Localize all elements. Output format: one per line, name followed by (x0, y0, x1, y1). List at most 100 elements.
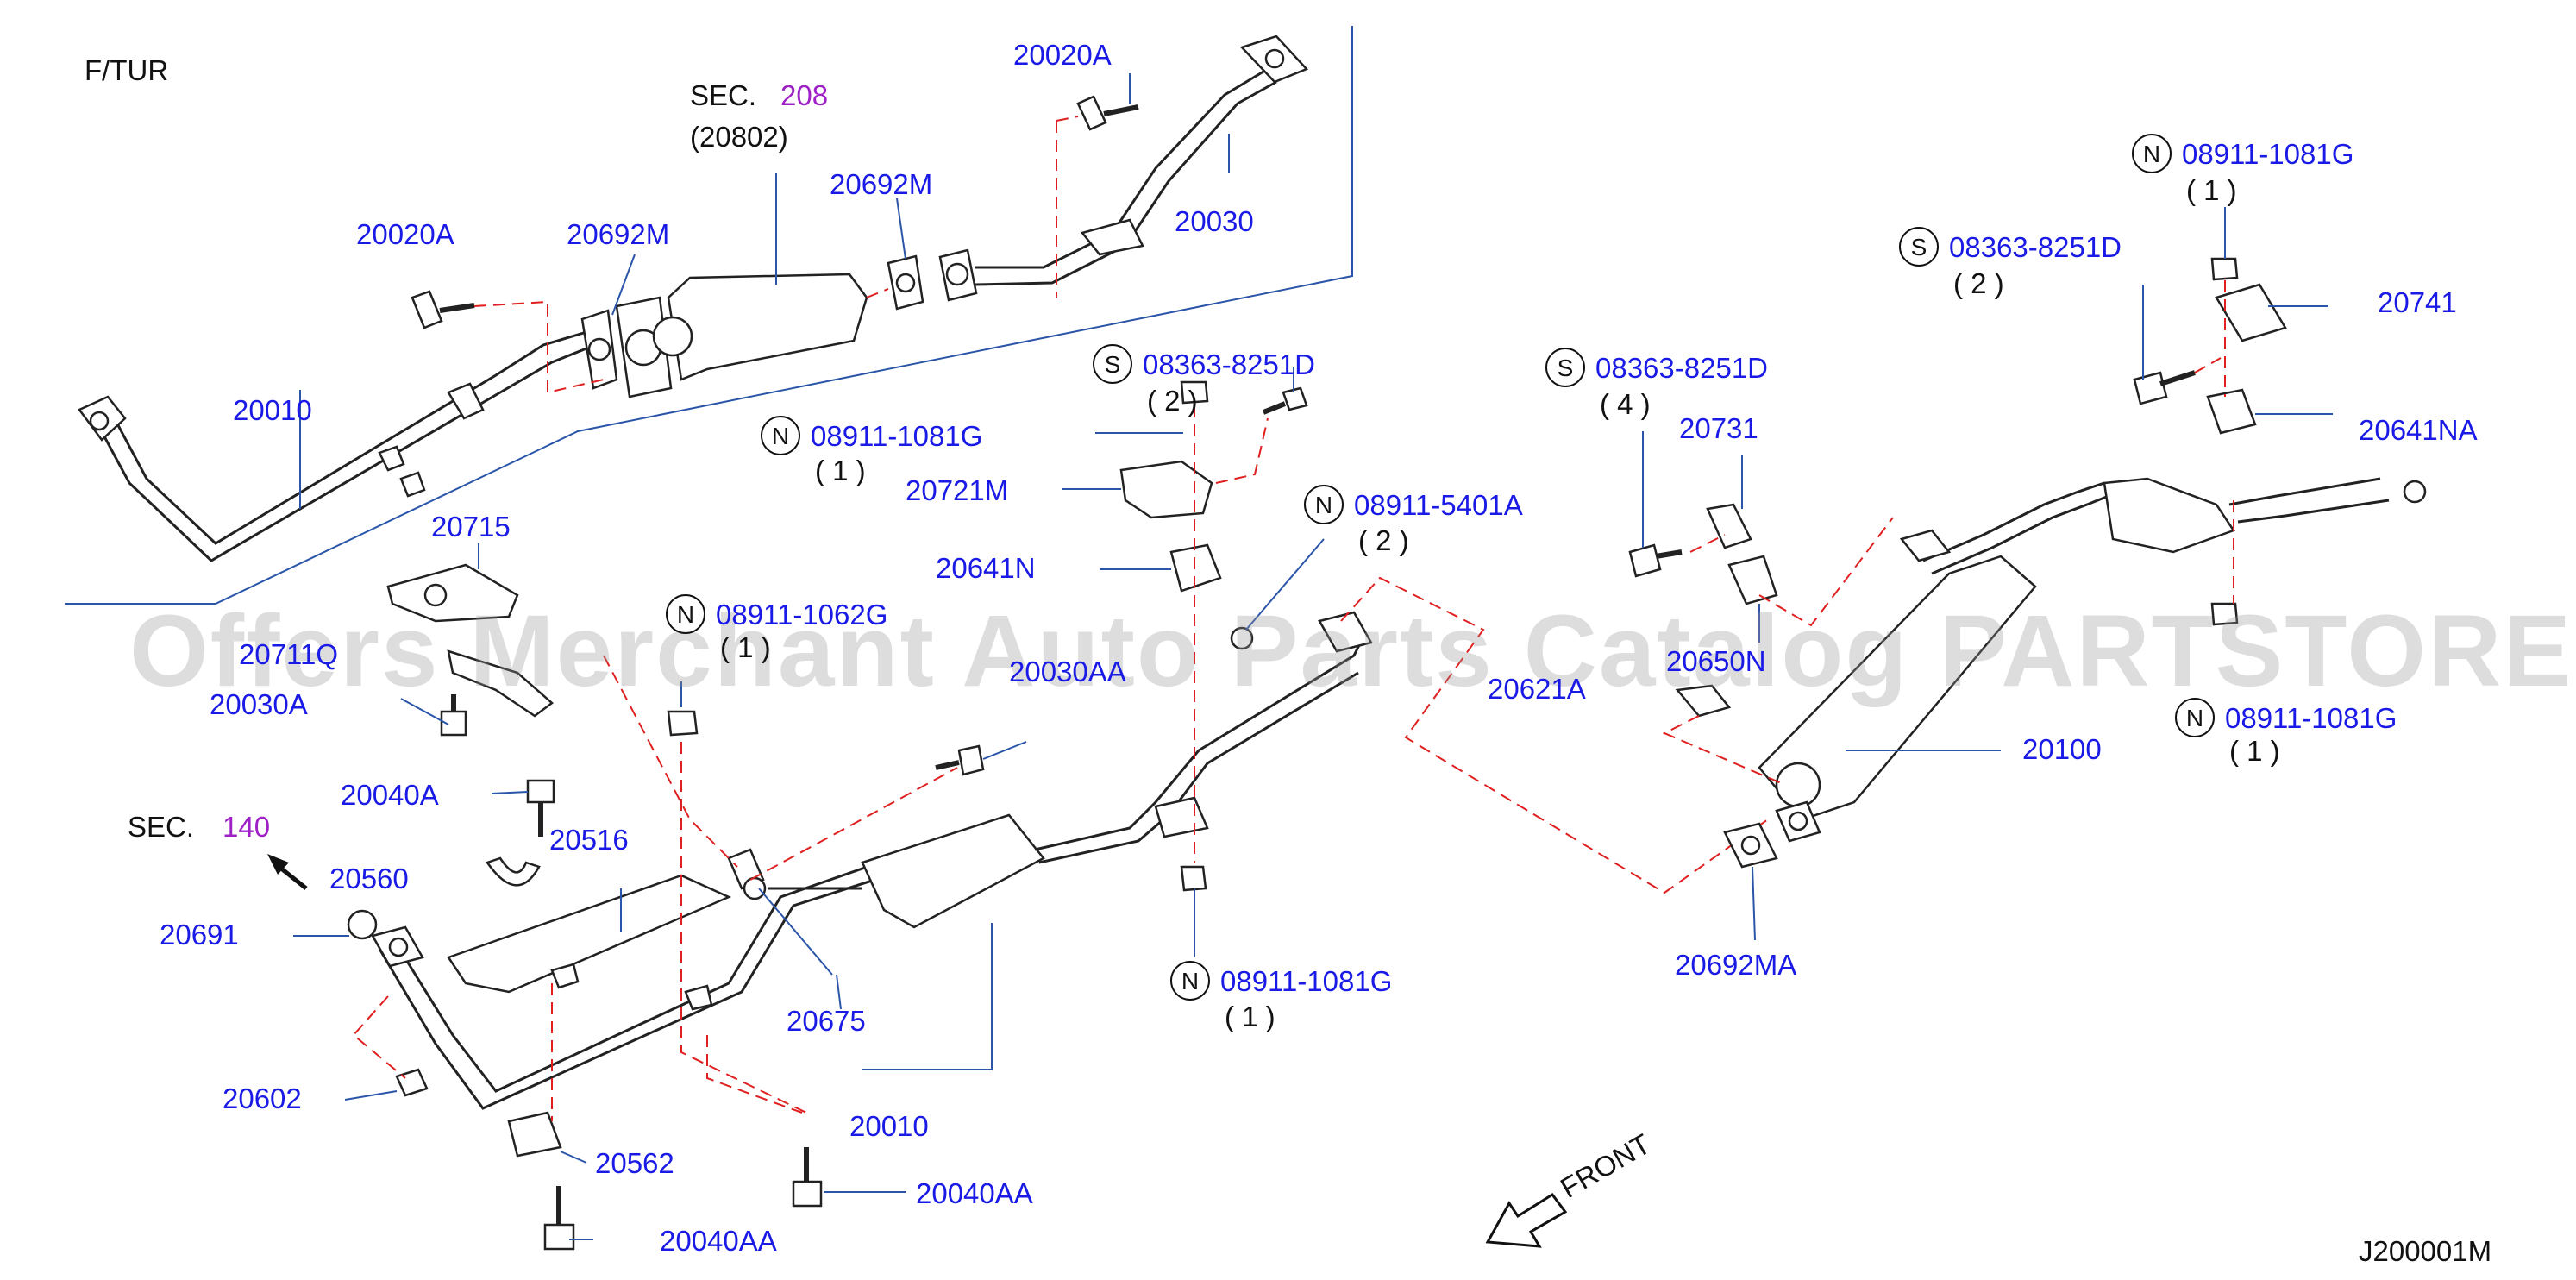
gasket-20692M-top[interactable] (887, 254, 924, 311)
insulator-20715[interactable] (386, 563, 519, 623)
part-label-20030AA[interactable]: 20030AA (1009, 656, 1126, 687)
nut-08911-1081G-right-bottom[interactable] (2210, 602, 2239, 626)
main-muffler-20100[interactable] (1758, 477, 2427, 821)
fastener-08911-5401A[interactable]: N 08911-5401A ( 2 ) (1304, 485, 1523, 556)
heat-shield-20516[interactable] (447, 874, 732, 994)
fastener-08363-8251D-a[interactable]: S 08363-8251D ( 2 ) (1899, 227, 2122, 299)
part-label-20560[interactable]: 20560 (329, 863, 409, 894)
part-label-20692M-top[interactable]: 20692M (830, 168, 932, 200)
watermark-text: Offers Merchant Auto Parts Catalog PARTS… (129, 594, 2576, 708)
part-label-20030[interactable]: 20030 (1175, 205, 1254, 237)
catalytic-converter[interactable] (615, 273, 868, 398)
nut-08911-1081G-right-top[interactable] (2210, 257, 2239, 281)
part-label-20030A[interactable]: 20030A (210, 688, 308, 720)
insulator-20641N[interactable] (1169, 543, 1222, 593)
tube-20030[interactable] (938, 35, 1309, 302)
part-label-20020A-left[interactable]: 20020A (356, 218, 454, 250)
part-label-20721M[interactable]: 20721M (906, 474, 1008, 506)
bolt-08363-8251D-center[interactable] (1262, 386, 1308, 415)
part-label-20010-bottom[interactable]: 20010 (849, 1110, 929, 1142)
part-label-20692M-left[interactable]: 20692M (567, 218, 669, 250)
front-tube-top[interactable] (78, 330, 596, 562)
bracket-20621A[interactable] (1675, 684, 1732, 718)
bolt-20040AA-mid[interactable] (792, 1147, 823, 1208)
part-label-20641N[interactable]: 20641N (936, 552, 1036, 584)
sec-208-reference[interactable]: SEC. 208 (20802) (690, 79, 828, 153)
fastener-08911-1081G-b[interactable]: N 08911-1081G ( 1 ) (761, 416, 982, 486)
insulator-20650N[interactable] (1727, 555, 1778, 605)
clamp-20560[interactable] (486, 856, 541, 887)
part-label-20020A-top[interactable]: 20020A (1013, 39, 1112, 71)
part-label-20715[interactable]: 20715 (431, 511, 511, 543)
fastener-08363-8251D-c[interactable]: S 08363-8251D ( 2 ) (1093, 344, 1315, 417)
sec-140-prefix: SEC. (128, 811, 194, 843)
fastener-number[interactable]: 08911-1081G (811, 420, 982, 452)
fastener-number[interactable]: 08363-8251D (1949, 231, 2122, 263)
clamp-20562[interactable] (507, 1111, 562, 1158)
center-muffler-20010[interactable] (768, 611, 1373, 929)
bolt-20040AA-left[interactable] (543, 1186, 575, 1251)
part-label-20641NA[interactable]: 20641NA (2359, 414, 2478, 446)
part-label-20650N[interactable]: 20650N (1666, 645, 1766, 677)
part-label-20692MA[interactable]: 20692MA (1675, 949, 1796, 981)
sec-140-number[interactable]: 140 (223, 811, 270, 843)
bolt-08363-8251D-right[interactable] (1628, 543, 1683, 578)
front-tube-bottom[interactable] (371, 861, 889, 1110)
nut-08911-1081G-top[interactable] (1180, 380, 1209, 405)
part-label-20675[interactable]: 20675 (787, 1005, 866, 1037)
part-label-20040AA-left[interactable]: 20040AA (660, 1225, 777, 1257)
dashed-links-top (473, 116, 1079, 394)
clamp-20675[interactable] (727, 848, 767, 900)
part-label-20100[interactable]: 20100 (2022, 733, 2102, 765)
nut-20602[interactable] (395, 1068, 429, 1097)
part-label-20010-top[interactable]: 20010 (233, 394, 312, 426)
fastener-08911-1081G-c[interactable]: N 08911-1081G ( 1 ) (1170, 961, 1392, 1032)
plug-20691[interactable] (347, 909, 378, 940)
bracket-20711Q[interactable] (447, 649, 554, 718)
fastener-number[interactable]: 08911-5401A (1354, 489, 1523, 521)
bolt-08363-8251D-right-top[interactable] (2133, 370, 2196, 405)
part-label-20562[interactable]: 20562 (595, 1147, 674, 1179)
part-label-20731[interactable]: 20731 (1679, 412, 1758, 444)
gasket-20692M-left[interactable] (580, 309, 618, 390)
part-label-20691[interactable]: 20691 (160, 919, 239, 951)
fastener-number[interactable]: 08911-1081G (2225, 702, 2397, 734)
bolt-20040A[interactable] (526, 779, 555, 837)
fastener-number[interactable]: 08911-1062G (716, 599, 887, 631)
dashed-links-middle (352, 405, 1769, 1121)
part-label-20711Q[interactable]: 20711Q (239, 638, 338, 670)
bracket-20731[interactable] (1706, 503, 1752, 549)
fastener-number[interactable]: 08363-8251D (1143, 348, 1315, 380)
part-label-20040A[interactable]: 20040A (341, 779, 439, 811)
nut-08911-1062G[interactable] (667, 710, 699, 737)
fastener-08363-8251D-b[interactable]: S 08363-8251D ( 4 ) (1545, 348, 1768, 420)
fastener-number[interactable]: 08363-8251D (1595, 352, 1768, 384)
insulator-20641NA[interactable] (2206, 388, 2257, 435)
fastener-number[interactable]: 08911-1081G (1220, 965, 1392, 997)
part-label-20741[interactable]: 20741 (2378, 286, 2457, 318)
mount-20721M[interactable] (1119, 460, 1213, 519)
fastener-number[interactable]: 08911-1081G (2182, 138, 2353, 170)
sec-208-number[interactable]: 208 (780, 79, 828, 111)
part-label-20602[interactable]: 20602 (223, 1082, 302, 1114)
bolt-20020A-top[interactable] (1076, 95, 1139, 131)
bolt-20030AA[interactable] (935, 744, 985, 776)
part-label-20621A[interactable]: 20621A (1488, 673, 1586, 705)
fastener-letter: S (1558, 355, 1574, 381)
fastener-qty: ( 1 ) (1225, 1001, 1275, 1032)
bushing-08911-5401A[interactable] (1230, 626, 1254, 650)
fastener-letter: N (677, 601, 694, 628)
nut-08911-1081G-center[interactable] (1180, 865, 1207, 892)
part-label-20040AA-mid[interactable]: 20040AA (916, 1177, 1033, 1209)
part-label-20516[interactable]: 20516 (549, 824, 629, 856)
bracket-20741[interactable] (2215, 283, 2287, 342)
bolt-20020A-left[interactable] (411, 290, 475, 329)
bolt-20030A[interactable] (440, 694, 467, 737)
fastener-letter: S (1911, 234, 1927, 260)
fastener-08911-1081G-a[interactable]: N 08911-1081G ( 1 ) (2132, 134, 2353, 206)
gasket-20692MA[interactable] (1723, 800, 1821, 869)
sec-140-reference[interactable]: SEC. 140 (128, 811, 270, 843)
fastener-08911-1081G-d[interactable]: N 08911-1081G ( 1 ) (2175, 698, 2397, 767)
fastener-08911-1062G[interactable]: N 08911-1062G ( 1 ) (666, 594, 887, 663)
